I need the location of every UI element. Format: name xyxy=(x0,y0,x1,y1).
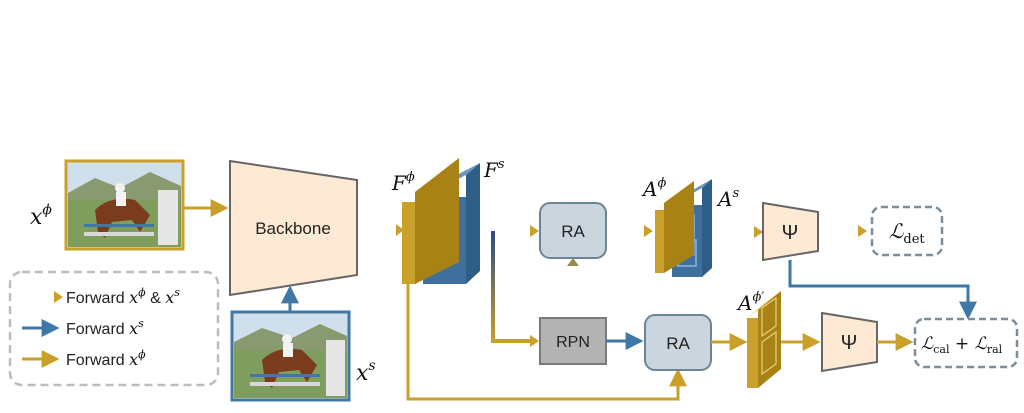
arrow-head-features xyxy=(396,224,404,236)
ra-top-label: RA xyxy=(561,222,585,241)
loss-cal-ral-label: ℒcal + ℒral xyxy=(921,334,1003,356)
psi-block-bottom xyxy=(821,311,878,373)
psi-block-top xyxy=(762,201,819,262)
label-x-phi: xϕ xyxy=(30,202,52,230)
loss-det-box xyxy=(870,205,944,257)
label-x-s: xs xyxy=(356,358,376,386)
legend-item-s: Forward xs xyxy=(66,317,144,338)
psi-top-label: Ψ xyxy=(782,222,799,244)
legend-item-both: Forward xϕ & xs xyxy=(66,286,180,307)
legend-box xyxy=(8,270,220,387)
attention-map-A-phi xyxy=(655,181,694,273)
legend: Forward xϕ & xs Forward xs Forward xϕ xyxy=(8,270,220,387)
input-image-x-phi xyxy=(64,159,185,251)
feature-map-F-phi xyxy=(402,158,459,284)
arrow-fphi-to-ra-bottom xyxy=(406,284,687,401)
rpn-label: RPN xyxy=(556,334,590,351)
loss-cal-ral-box xyxy=(913,317,1019,369)
loss-det-label: ℒdet xyxy=(889,219,925,247)
label-F-phi: Fϕ xyxy=(391,170,415,195)
arrow-features-to-rpn xyxy=(491,231,532,343)
attention-map-A-phi-prime xyxy=(747,291,781,388)
backbone-label: Backbone xyxy=(255,219,331,238)
label-F-s: Fs xyxy=(483,157,505,182)
ra-bottom-label: RA xyxy=(666,334,690,353)
psi-bottom-label: Ψ xyxy=(841,332,858,354)
legend-item-phi: Forward xϕ xyxy=(66,348,146,369)
input-image-x-s xyxy=(230,310,351,402)
backbone-block xyxy=(229,159,358,297)
label-A-phi: Aϕ xyxy=(641,176,666,201)
label-A-phi-prime: Aϕ′ xyxy=(736,290,764,315)
arrow-psi-top-to-loss-cal xyxy=(788,260,977,320)
label-A-s: As xyxy=(716,186,739,211)
